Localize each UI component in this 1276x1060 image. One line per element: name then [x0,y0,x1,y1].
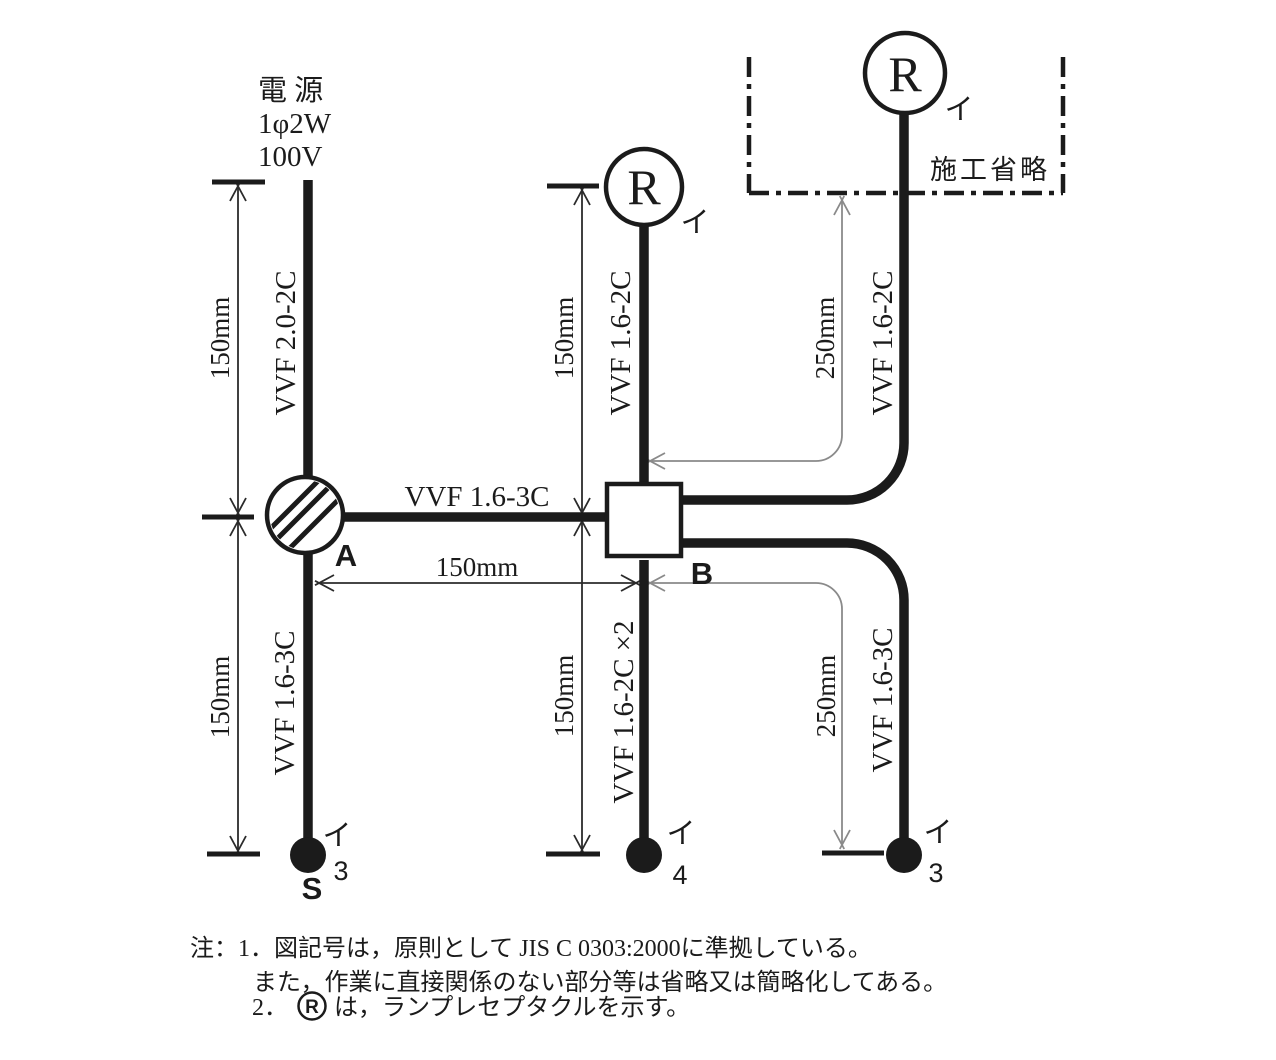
extension-ticks [202,179,884,857]
note-line-3-suffix: は，ランプレセプタクルを示す。 [334,994,690,1021]
power-source-voltage: 100V [258,141,323,173]
receptacle-top-right-symbol [862,30,948,116]
junction-box-a-hatching [270,480,340,550]
kana-i-right-dot: イ [923,817,952,849]
junction-box-b-symbol [604,481,684,559]
power-source-spec: 1φ2W [258,108,332,140]
devices [264,30,948,873]
notes-block: 注：1．図記号は，原則として JIS C 0303:2000に準拠している。 ま… [190,935,947,1021]
receptacle-middle-letter: R [627,159,661,215]
receptacle-middle-symbol [603,146,685,228]
dim-250-bottom-line [645,574,851,850]
cables [303,113,909,854]
dim-250-top-right: 250mm [810,297,840,380]
outlet-dot-middle [626,837,662,873]
cable-label-vvf16-3c-right: VVF 1.6-3C [867,627,899,772]
kana-i-switch: イ [322,820,351,852]
dim-150-top-left: 150mm [205,297,235,380]
dimension-lines [229,181,851,856]
count-4-middle: 4 [672,860,687,890]
outlet-dot-right [886,837,922,873]
cable-label-vvf16-3c-horizontal: VVF 1.6-3C [404,481,549,513]
power-source-label: 電 源 [258,74,323,107]
cable-b-to-bottom-right [681,538,909,854]
receptacle-top-right-letter: R [888,46,922,102]
note-receptacle-symbol-letter: R [305,997,319,1018]
cable-b-to-top-right-receptacle [681,113,909,505]
junction-box-a-label: A [335,538,357,573]
dim-250-top-line [645,195,851,470]
kana-i-top-right-receptacle: イ [944,94,973,126]
note-line-1: 注：1．図記号は，原則として JIS C 0303:2000に準拠している。 [190,935,872,962]
dim-150-horizontal: 150mm [436,552,519,582]
cable-label-vvf16-3c-left: VVF 1.6-3C [269,630,301,775]
count-3-switch: 3 [333,856,348,886]
note-line-2: また，作業に直接関係のない部分等は省略又は簡略化してある。 [253,969,947,996]
count-3-right: 3 [928,858,943,888]
cable-label-vvf16-2c-middle: VVF 1.6-2C [605,270,637,415]
dim-150-top-middle: 150mm [549,297,579,380]
switch-label: S [302,871,323,906]
cable-label-vvf20-2c: VVF 2.0-2C [270,270,302,415]
switch-dot [290,837,326,873]
note-line-3-prefix: 2． [252,995,288,1021]
junction-box-b-label: B [691,556,713,591]
dim-250-bottom-right: 250mm [811,655,841,738]
cable-label-vvf16-2c-x2: VVF 1.6-2C ×2 [608,620,640,803]
note-receptacle-symbol-circle [297,991,327,1021]
kana-i-middle-receptacle: イ [680,207,709,239]
junction-box-a-symbol [264,474,346,556]
dim-150-bottom-middle: 150mm [549,655,579,738]
dim-150-bottom-left: 150mm [205,656,235,739]
kana-i-middle-dot: イ [666,818,695,850]
construction-omitted-label: 施工省略 [930,155,1050,185]
cable-label-vvf16-2c-right: VVF 1.6-2C [867,270,899,415]
